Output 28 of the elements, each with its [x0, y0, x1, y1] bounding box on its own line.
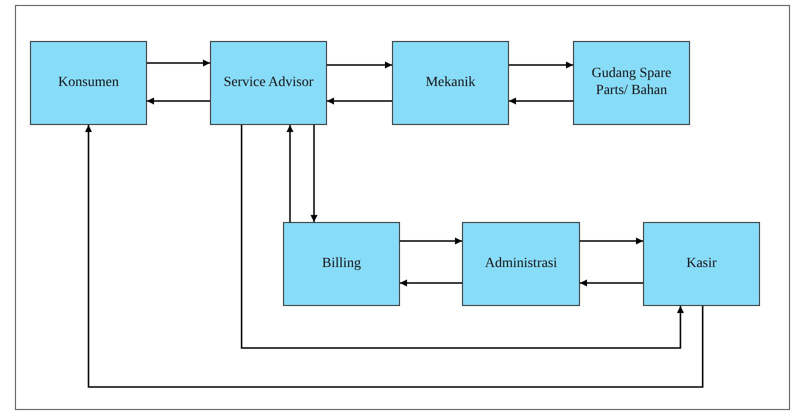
arrow [147, 60, 210, 66]
box-label: Service Advisor [222, 74, 314, 92]
box-label: Administrasi [484, 256, 558, 272]
box-label: Mekanik [424, 74, 476, 92]
arrow [327, 62, 392, 68]
arrow [286, 125, 294, 222]
process-box [392, 41, 509, 125]
process-box [30, 41, 147, 125]
process-box [643, 222, 760, 306]
arrow [310, 125, 318, 222]
arrow [509, 98, 573, 104]
process-box [210, 41, 327, 125]
arrow [327, 98, 392, 104]
arrow [580, 280, 643, 286]
process-box [462, 222, 580, 306]
arrow [580, 238, 643, 244]
arrow [85, 125, 704, 388]
box-label: Kasir [685, 256, 718, 272]
arrow [400, 280, 462, 286]
arrow [240, 125, 684, 349]
process-box [573, 41, 690, 125]
box-label: Konsumen [57, 74, 120, 92]
arrow [509, 62, 573, 68]
box-label: Gudang Spare Parts/ Bahan [590, 66, 672, 100]
process-box [283, 222, 400, 306]
box-label: Billing [321, 256, 362, 272]
arrow [400, 238, 462, 244]
arrow [147, 98, 210, 104]
